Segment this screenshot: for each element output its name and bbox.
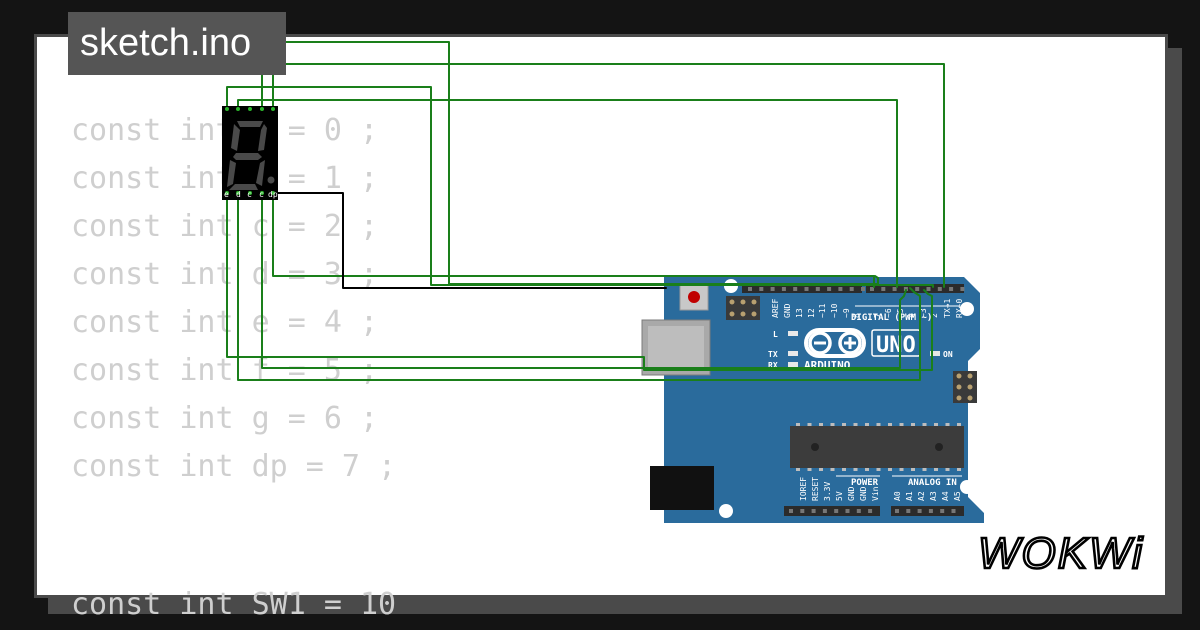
power-analog-pin-label: 5V (835, 491, 844, 501)
uno-label: UNO (876, 333, 916, 358)
wire-green[interactable] (261, 197, 907, 369)
power-analog-pin-label: A5 (953, 491, 962, 501)
digital-pin-label: GND (783, 303, 792, 318)
power-analog-pin-label: A4 (941, 491, 950, 501)
microcontroller-chip (790, 426, 964, 468)
digital-pin-label: ~3 (919, 308, 928, 318)
arduino-logo-icon (804, 328, 866, 358)
wire-green[interactable] (237, 197, 921, 381)
digital-pin-label: 4 (907, 313, 916, 318)
power-analog-pin-label: GND (859, 486, 868, 501)
analog-label: ANALOG IN (908, 478, 957, 488)
wire-green[interactable] (237, 99, 898, 288)
icsp-header (726, 296, 760, 320)
sketch-filename-tab[interactable]: sketch.ino (68, 12, 286, 75)
code-tail-line: const int SW1 = 10 (71, 587, 397, 622)
digital-header[interactable] (742, 284, 964, 293)
code-line: const int g = 6 ; (71, 401, 379, 436)
code-line: const int c = 2 ; (71, 209, 379, 244)
on-label: ON (943, 350, 953, 359)
digital-pin-label: TX→1 (943, 299, 952, 318)
digital-label: DIGITAL (PWM ~) (851, 313, 932, 323)
digital-pin-label: ~9 (842, 308, 851, 318)
code-line: const int dp = 7 ; (71, 449, 397, 484)
code-line: const int d = 3 ; (71, 257, 379, 292)
power-analog-pin-label: A0 (893, 491, 902, 501)
power-analog-pin-label: 3.3V (823, 482, 832, 501)
wire-green[interactable] (226, 197, 933, 371)
status-leds (788, 331, 940, 367)
digital-header-pins (748, 287, 965, 291)
digital-pin-label: 2 (930, 313, 939, 318)
segment-pin-label: dp (268, 190, 278, 199)
wires (226, 41, 945, 381)
code-line: const int e = 4 ; (71, 305, 379, 340)
segment-digit-icon (227, 121, 275, 190)
wire-green[interactable] (261, 41, 879, 285)
power-analog-pin-label: A3 (929, 491, 938, 501)
reset-button-cap (688, 291, 700, 303)
segment-pin-label: e (224, 190, 229, 199)
power-jack (650, 466, 714, 510)
led-label-tx: TX (768, 350, 778, 359)
digital-pin-label: ~11 (818, 303, 827, 318)
mount-hole (719, 504, 733, 518)
mount-hole (960, 480, 974, 494)
power-label: POWER (851, 478, 879, 488)
icsp-header-right (953, 371, 977, 403)
wire-green[interactable] (272, 63, 945, 288)
segment-pin-label: d (236, 190, 241, 199)
digital-pin-label: 7 (873, 313, 882, 318)
power-analog-pin-label: Vin (871, 486, 880, 501)
power-analog-pin-label: IOREF (799, 477, 808, 501)
wire-green[interactable] (226, 86, 934, 288)
digital-pin-label: 8 (852, 313, 861, 318)
wire-green[interactable] (272, 197, 875, 288)
digital-pin-label: ~10 (830, 303, 839, 318)
digital-pin-label: 13 (795, 308, 804, 318)
digital-pin-label: RX←0 (955, 299, 964, 318)
wokwi-logo: WOKWi (978, 529, 1144, 578)
segment-pin-label: c (259, 190, 264, 199)
digital-pin-label: ~6 (884, 308, 893, 318)
mount-hole (960, 302, 974, 316)
power-analog-pin-label: RESET (811, 477, 820, 501)
wire-black[interactable] (250, 192, 667, 289)
digital-pin-label: 12 (807, 308, 816, 318)
power-analog-pin-label: GND (847, 486, 856, 501)
seven-segment-display[interactable]: e d c c dp (222, 106, 278, 200)
digital-pin-label: AREF (771, 299, 780, 318)
segment-pin-label: c (247, 190, 252, 199)
power-analog-header[interactable] (784, 506, 964, 516)
power-analog-pin-label: A2 (917, 491, 926, 501)
led-label-rx: RX (768, 361, 778, 370)
power-analog-pin-label: A1 (905, 491, 914, 501)
led-label-l: L (773, 330, 778, 339)
